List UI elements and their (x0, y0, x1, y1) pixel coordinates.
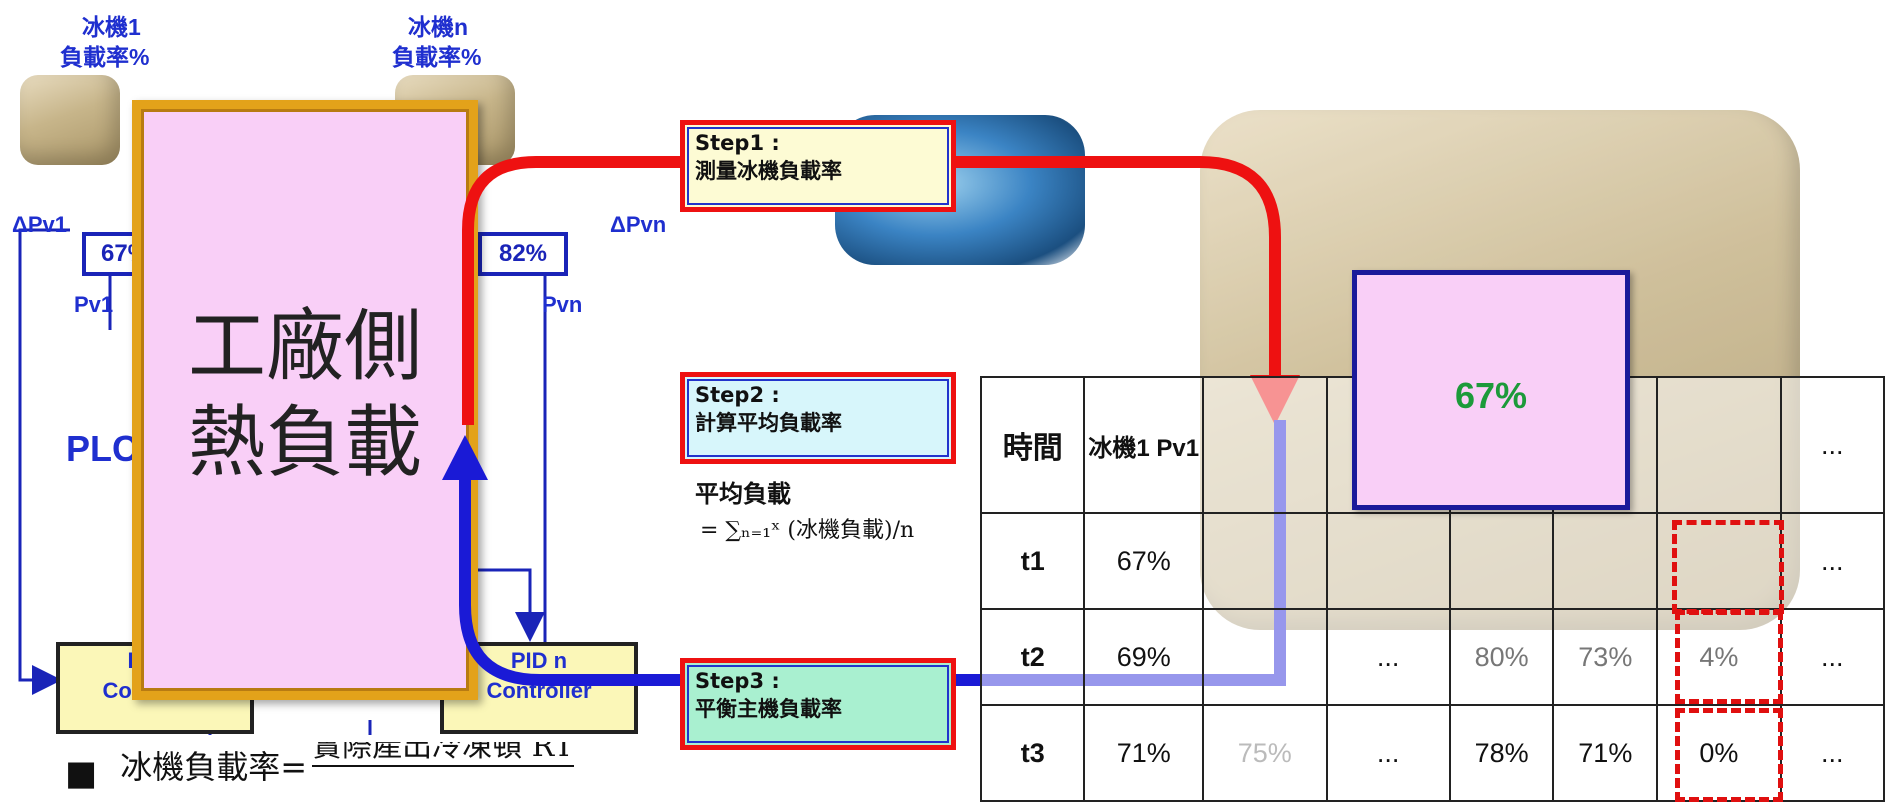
blue-arrow-head (442, 435, 488, 480)
pvn-label: Pvn (542, 292, 583, 317)
step1-box: Step1 : 測量冰機負載率 (680, 120, 956, 212)
chiller-n-load-value: 82% (478, 232, 568, 276)
chiller-1-image (20, 75, 120, 165)
load-rate-numerator: 實際產出冷凍頓 RT (312, 742, 574, 767)
chiller-n-load-label: 負載率% (392, 44, 482, 70)
load-table: 時間 冰機1 Pv1 ... t1 67% ... t2 69% ... 80%… (979, 376, 1885, 802)
table-cell (1656, 512, 1782, 610)
bullet-icon: ■ (65, 753, 98, 794)
table-cell: 75% (1202, 704, 1328, 802)
table-row: t3 71% 75% ... 78% 71% 0% ... (979, 704, 1885, 802)
highlight-t1 (1672, 520, 1784, 614)
table-row: t1 67% ... (979, 512, 1885, 610)
table-cell: t1 (979, 512, 1086, 610)
step2-box: Step2 : 計算平均負載率 (680, 372, 956, 464)
step3-title: Step3 : (695, 669, 780, 693)
step1-text: 測量冰機負載率 (695, 159, 842, 183)
plc-label: PLC (66, 428, 138, 469)
table-cell: 時間 (979, 376, 1086, 514)
chiller-1-name: 冰機1 (82, 14, 141, 40)
table-cell: ... (1779, 608, 1885, 706)
load-rate-lhs: 冰機負載率= (120, 748, 308, 786)
average-formula-title: 平均負載 (695, 480, 791, 508)
table-cell: t3 (979, 704, 1086, 802)
factory-load-block: 工廠側 熱負載 (132, 100, 478, 700)
table-cell (1656, 376, 1782, 514)
table-cell (1202, 608, 1328, 706)
table-cell: 冰機1 Pv1 (1083, 376, 1205, 514)
table-cell (1448, 512, 1555, 610)
step1-title: Step1 : (695, 131, 780, 155)
step2-text: 計算平均負載率 (695, 411, 842, 435)
table-cell (1202, 512, 1328, 610)
table-cell: 67% (1083, 512, 1205, 610)
highlight-t2 (1675, 610, 1783, 704)
dp-vn-label: ΔPvn (610, 212, 667, 237)
table-cell (1202, 376, 1328, 514)
table-cell: ... (1325, 704, 1451, 802)
chiller-n-name: 冰機n (408, 14, 469, 40)
pid-n-label: PID n (510, 648, 568, 673)
table-cell: ... (1779, 376, 1885, 514)
factory-load-line2: 熱負載 (187, 398, 422, 488)
table-cell: t2 (979, 608, 1086, 706)
table-cell: ... (1325, 608, 1451, 706)
table-cell: 80% (1448, 608, 1555, 706)
average-load-value: 67% (1454, 375, 1528, 416)
step2-title: Step2 : (695, 383, 780, 407)
table-cell: 71% (1552, 704, 1659, 802)
pv1-label: Pv1 (74, 292, 114, 317)
chiller-1-load-label: 負載率% (60, 44, 150, 70)
table-cell: ... (1779, 512, 1885, 610)
step3-text: 平衡主機負載率 (695, 697, 842, 721)
blue-flow-arrow (459, 420, 1286, 686)
average-load-display: 67% (1352, 270, 1630, 510)
table-cell: 69% (1083, 608, 1205, 706)
table-cell (1325, 512, 1451, 610)
table-cell: 73% (1552, 608, 1659, 706)
dp-v1-label: ΔPv1 (12, 212, 67, 237)
table-row: t2 69% ... 80% 73% 4% ... (979, 608, 1885, 706)
load-rate-formula: ■ 冰機負載率= 實際產出冷凍頓 RT (65, 742, 574, 796)
factory-load-line1: 工廠側 (187, 302, 422, 392)
table-cell: ... (1779, 704, 1885, 802)
average-formula-expression: = ∑ₙ₌₁ˣ (冰機負載)/n (700, 518, 915, 543)
highlight-t3 (1675, 708, 1783, 802)
step3-box: Step3 : 平衡主機負載率 (680, 658, 956, 750)
table-cell: 78% (1448, 704, 1555, 802)
table-cell: 71% (1083, 704, 1205, 802)
table-cell (1552, 512, 1659, 610)
